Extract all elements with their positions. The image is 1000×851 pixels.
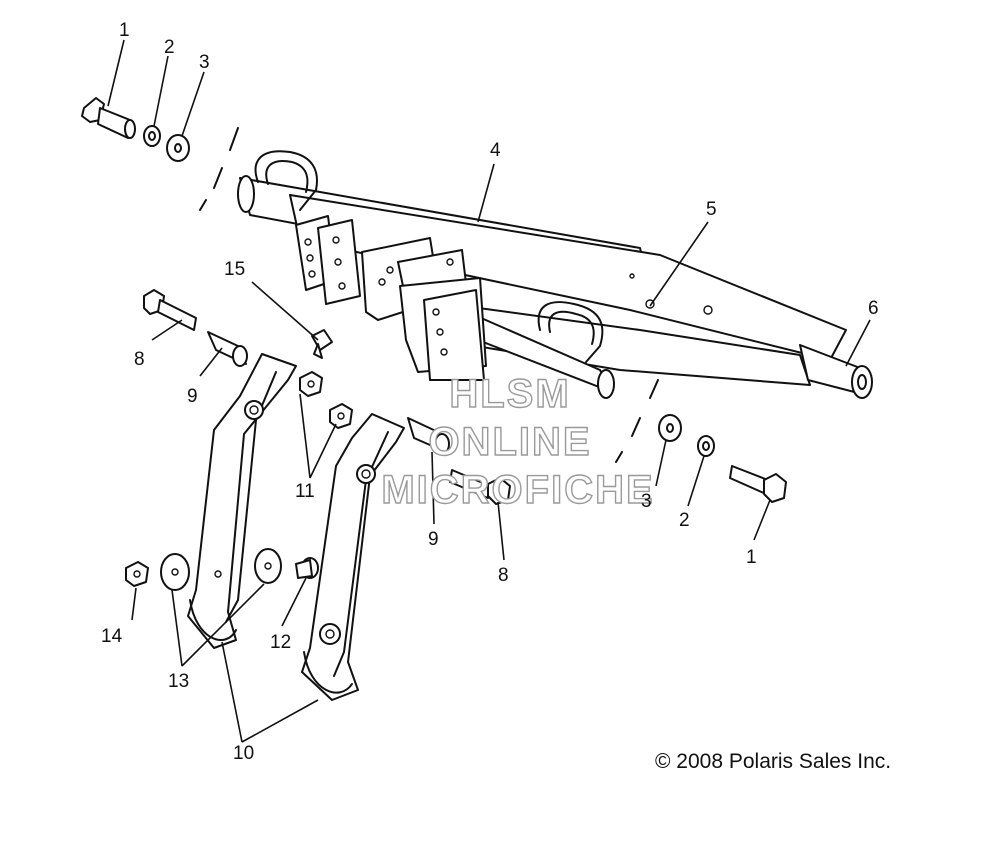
callout-9-right: 9	[428, 529, 439, 550]
front-axle-assembly	[237, 150, 873, 399]
callout-5: 5	[706, 199, 717, 220]
bolt-left-8	[143, 289, 197, 331]
washer-large-right	[658, 414, 682, 442]
callout-8-right: 8	[498, 565, 509, 586]
washer-13-b	[254, 548, 282, 584]
watermark-line-3: MICROFICHE	[381, 467, 655, 512]
callout-4: 4	[490, 140, 501, 161]
callout-3-top: 3	[199, 52, 210, 73]
callout-11: 11	[295, 481, 315, 502]
axis-break-right	[615, 379, 659, 463]
callout-1-right: 1	[746, 547, 757, 568]
nut-11-a	[299, 371, 323, 397]
bolt-right-8	[449, 469, 511, 505]
nut-14	[125, 561, 149, 587]
callout-1-top: 1	[119, 20, 130, 41]
spring-link-right	[301, 413, 405, 701]
washer-13-a	[160, 553, 190, 591]
callout-10: 10	[233, 743, 255, 764]
callout-3-right: 3	[641, 491, 652, 512]
bolt-right-1	[729, 465, 787, 503]
callout-13: 13	[168, 671, 190, 692]
pin-12	[295, 557, 319, 579]
callout-12: 12	[270, 632, 292, 653]
callout-2-top: 2	[164, 37, 175, 58]
callout-6: 6	[868, 298, 879, 319]
callout-8-left: 8	[134, 349, 145, 370]
leader-lines	[107, 39, 871, 743]
nut-11-b	[329, 403, 353, 429]
watermark-line-2: ONLINE	[428, 419, 592, 464]
bushing-left-9	[207, 331, 248, 367]
washer-large-top	[166, 134, 190, 162]
spring-link-left	[187, 353, 297, 649]
grease-fitting	[311, 329, 333, 359]
bolt-top-left	[81, 97, 136, 139]
copyright-notice: © 2008 Polaris Sales Inc.	[655, 750, 892, 773]
washer-small-right	[697, 435, 715, 457]
watermark-line-1: HLSM	[449, 371, 571, 416]
bushing-right-9	[407, 417, 450, 455]
washer-small-top	[143, 125, 161, 147]
axis-break-left	[199, 127, 239, 211]
callout-15: 15	[224, 259, 246, 280]
callout-14: 14	[101, 626, 123, 647]
callout-2-right: 2	[679, 510, 690, 531]
callout-9-left: 9	[187, 386, 198, 407]
